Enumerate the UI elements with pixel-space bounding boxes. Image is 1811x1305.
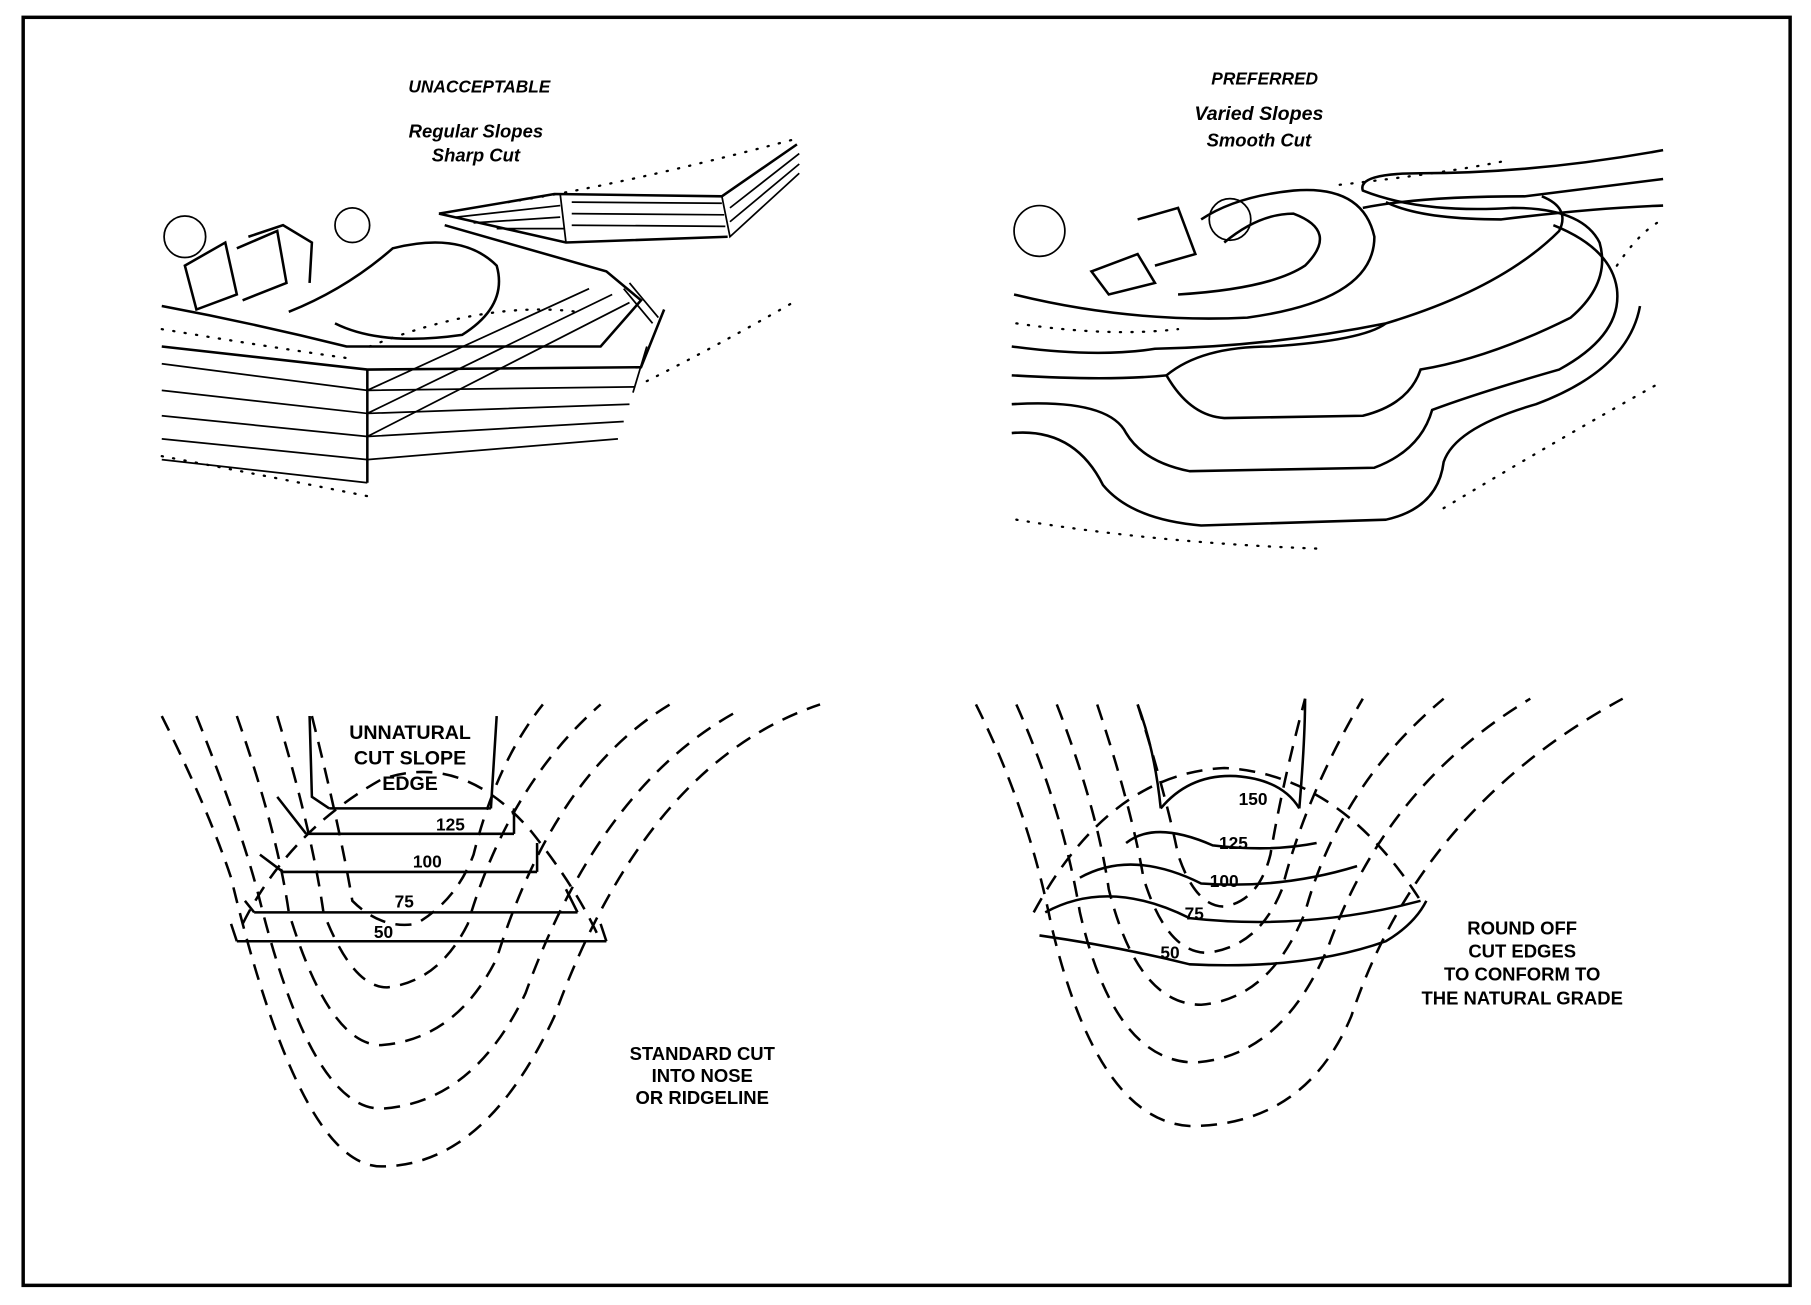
- sharp-cut-label: Sharp Cut: [432, 145, 521, 166]
- contour-label-125: 125: [1219, 833, 1248, 853]
- standard-cut-contour-map: UNNATURAL CUT SLOPE EDGE 125 100 75 50 S…: [160, 703, 821, 1168]
- unnatural-edge-callout-line1: UNNATURAL: [349, 722, 471, 744]
- round-off-contour-map: 150 125 100 75 50 ROUND OFF CUT EDGES TO…: [974, 697, 1624, 1128]
- unnatural-edge-callout-line3: EDGE: [382, 773, 438, 795]
- round-off-note-line4: THE NATURAL GRADE: [1421, 988, 1622, 1009]
- smooth-cut-label: Smooth Cut: [1207, 130, 1312, 151]
- standard-cut-note-line2: INTO NOSE: [652, 1065, 753, 1086]
- contour-label-100: 100: [413, 851, 442, 871]
- contour-label-50: 50: [374, 922, 393, 942]
- unacceptable-heading: UNACCEPTABLE: [408, 76, 550, 96]
- standard-cut-note-line1: STANDARD CUT: [630, 1043, 776, 1064]
- contour-label-75: 75: [395, 892, 415, 912]
- preferred-heading: PREFERRED: [1211, 68, 1318, 88]
- regular-slopes-label: Regular Slopes: [409, 120, 543, 141]
- contour-label-75: 75: [1185, 903, 1205, 923]
- frame-border: [21, 15, 1792, 1288]
- contour-label-150: 150: [1239, 789, 1268, 809]
- unacceptable-illustration: UNACCEPTABLE Regular Slopes Sharp Cut: [160, 76, 800, 498]
- unnatural-edge-callout-line2: CUT SLOPE: [354, 748, 466, 770]
- contour-label-125: 125: [436, 814, 465, 834]
- round-off-note-line1: ROUND OFF: [1467, 917, 1577, 938]
- round-off-note-line3: TO CONFORM TO: [1444, 963, 1600, 984]
- round-off-note-line2: CUT EDGES: [1468, 940, 1576, 961]
- varied-slopes-label: Varied Slopes: [1194, 103, 1323, 125]
- standard-cut-note-line3: OR RIDGELINE: [636, 1087, 769, 1108]
- preferred-illustration: PREFERRED Varied Slopes Smooth Cut: [1011, 68, 1665, 550]
- contour-label-100: 100: [1210, 871, 1239, 891]
- contour-label-50: 50: [1160, 943, 1179, 963]
